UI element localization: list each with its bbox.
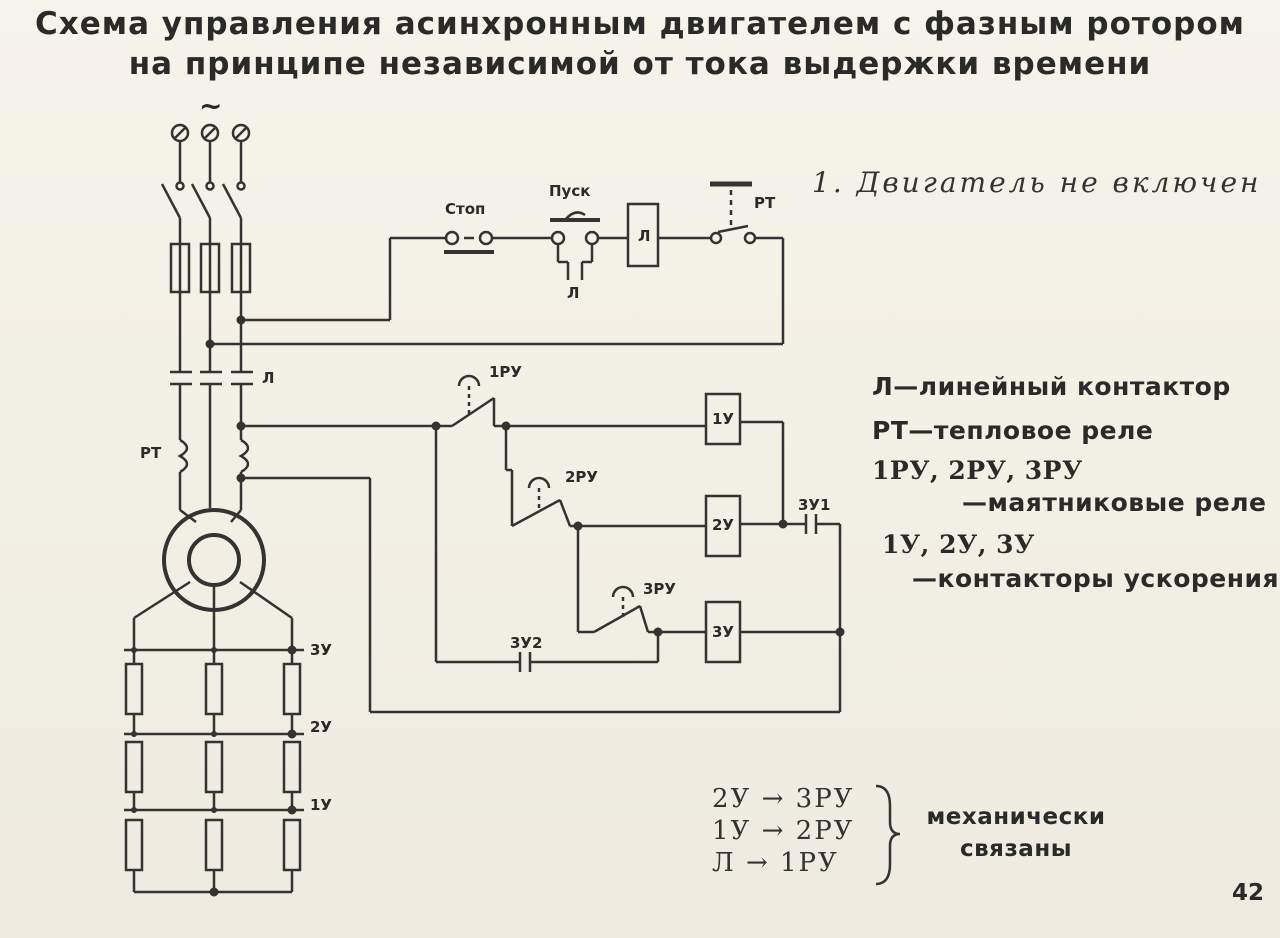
supply-symbol: ~ [199,89,222,122]
start-label: Пуск [549,182,590,200]
rt-contact-label: РТ [754,194,776,212]
u1-label: 1У [310,796,332,814]
coil-1u-label: 1У [712,410,734,428]
control-taps [210,238,785,346]
mechanical-link-3: Л → 1РУ [712,848,839,878]
contact-3u2-label: 3У2 [510,634,542,652]
rotor-resistors [124,648,304,894]
mechanical-link-2: 1У → 2РУ [712,816,855,846]
legend-line-5: 1У, 2У, 3У [882,530,1035,559]
mechanical-note-line-1: механически [926,804,1106,830]
rt-power-label: РТ [140,444,162,462]
u3-label: 3У [310,641,332,659]
supply-terminals [170,123,251,182]
ru1-label: 1РУ [489,363,522,381]
mechanical-note-line-2: связаны [959,836,1073,862]
legend-line-4: —маятниковые реле [962,488,1267,517]
page-number: 42 [1231,880,1264,906]
coil-3u-label: 3У [712,623,734,641]
rotor-leads [132,580,294,650]
l-hold-label: Л [567,284,579,302]
l-contacts [170,370,253,478]
legend-line-1: Л—линейный контактор [872,372,1231,401]
legend-line-6: —контакторы ускорения [912,564,1280,593]
legend-line-3: 1РУ, 2РУ, 3РУ [872,456,1083,485]
mechanical-link-brace [875,784,901,886]
title-line-2: на принципе независимой от тока выдержки… [128,46,1152,82]
title-line-1: Схема управления асинхронным двигателем … [34,6,1246,42]
junction-dots [131,315,845,897]
contact-3u1-label: 3У1 [798,496,830,514]
timing-circuit [241,374,842,714]
control-line [390,181,783,280]
ru3-label: 3РУ [643,580,676,598]
stop-label: Стоп [445,200,485,218]
u2-label: 2У [310,718,332,736]
mechanical-link-1: 2У → 3РУ [712,784,855,814]
fuses [169,242,252,372]
coil-2u-label: 2У [712,516,734,534]
main-switch [160,181,246,244]
ru2-label: 2РУ [565,468,598,486]
state-caption: 1. Двигатель не включен [812,166,1262,199]
legend-line-2: РТ—тепловое реле [872,416,1154,445]
l-power-label: Л [262,369,274,387]
coil-l-label: Л [638,227,650,245]
